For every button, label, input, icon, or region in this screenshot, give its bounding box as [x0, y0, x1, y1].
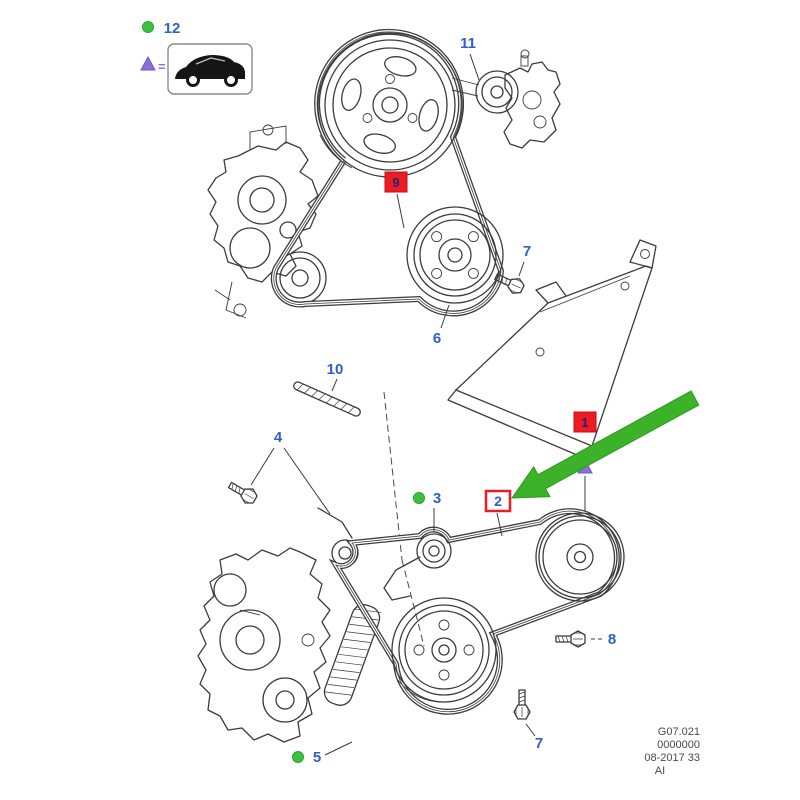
callout-4[interactable]: 4: [250, 429, 331, 515]
callout-9-red-box[interactable]: [384, 171, 408, 193]
callout-11-label[interactable]: 11: [460, 35, 476, 52]
callout-7-bottom[interactable]: 7: [525, 723, 543, 752]
footer-drawing-code: G07.021: [658, 726, 700, 738]
callout-2-label[interactable]: 2: [494, 493, 502, 509]
engine-block-bottom-drawing: [197, 547, 331, 743]
legend-part-12-label[interactable]: 12: [164, 20, 181, 37]
callout-5-label[interactable]: 5: [313, 749, 321, 766]
legend-triangle-icon: [140, 55, 156, 71]
callout-2-red-box[interactable]: [484, 489, 512, 513]
bolt-7-bottom-drawing: [513, 689, 531, 720]
belt-tensioner-strut-drawing: [323, 604, 382, 706]
legend-equals-sign: =: [158, 59, 166, 74]
drive-belt-bottom-drawing: [328, 508, 620, 715]
callout-10-label[interactable]: 10: [327, 361, 344, 378]
callout-6-label[interactable]: 6: [433, 330, 441, 347]
crankshaft-pulley-bottom-drawing: [391, 597, 497, 703]
callout-2[interactable]: 2: [484, 489, 512, 537]
bottom-engine-assembly-drawing: 4 3 2 8 7: [197, 429, 625, 766]
callout-7-top[interactable]: 7: [518, 243, 531, 277]
footer-serial: 0000000: [657, 739, 700, 751]
legend: 12 =: [140, 20, 253, 95]
crankshaft-pulley-top-drawing: [317, 32, 463, 178]
car-side-icon: [175, 55, 245, 87]
legend-green-dot-icon: [142, 21, 154, 33]
callout-3-label[interactable]: 3: [433, 490, 441, 507]
bolt-4-area-drawing: [225, 477, 260, 508]
bolt-8-drawing: [555, 630, 586, 648]
callout-1-label[interactable]: 1: [581, 415, 588, 430]
footer-date: 08-2017 33: [644, 752, 700, 764]
callout-3-green-dot: [413, 492, 425, 504]
callout-3[interactable]: 3: [413, 490, 442, 532]
callout-10[interactable]: 10: [327, 361, 344, 392]
footer-suffix: AI: [655, 765, 665, 777]
middle-parts-drawing: 10: [293, 361, 425, 647]
tensioner-pulley-drawing: [383, 533, 452, 601]
callout-9-label[interactable]: 9: [392, 175, 399, 190]
callout-7-top-label[interactable]: 7: [523, 243, 531, 260]
callout-1[interactable]: 1: [573, 411, 597, 433]
belt-cover-bracket-drawing: [447, 239, 657, 459]
highlight-arrow: [511, 390, 700, 499]
callout-1-red-box[interactable]: [573, 411, 597, 433]
callout-5[interactable]: 5: [292, 741, 353, 766]
construction-line: [383, 391, 403, 561]
callout-5-green-dot: [292, 751, 304, 763]
callout-4-label[interactable]: 4: [274, 429, 283, 446]
callout-6[interactable]: 6: [433, 304, 450, 347]
callout-9[interactable]: 9: [384, 171, 408, 229]
alternator-assembly-drawing: [207, 124, 327, 319]
footer-plate-info: G07.021 0000000 08-2017 33 AI: [644, 726, 700, 777]
callout-11[interactable]: 11: [460, 35, 480, 81]
vehicle-variant-box: [167, 43, 253, 95]
callout-8-label[interactable]: 8: [608, 631, 616, 648]
callout-8[interactable]: 8: [590, 631, 616, 648]
power-steering-pump-drawing: [451, 49, 561, 149]
drive-belt-top-drawing: [270, 28, 505, 317]
callout-7-bottom-label[interactable]: 7: [535, 735, 543, 752]
top-engine-assembly-drawing: 11 9 7 6 1: [207, 28, 657, 459]
idler-pulley-6-drawing: [406, 206, 504, 304]
stud-rod-10-drawing: [293, 381, 361, 417]
idler-pulley-right-drawing: [535, 512, 625, 602]
construction-line-2: [401, 559, 425, 647]
